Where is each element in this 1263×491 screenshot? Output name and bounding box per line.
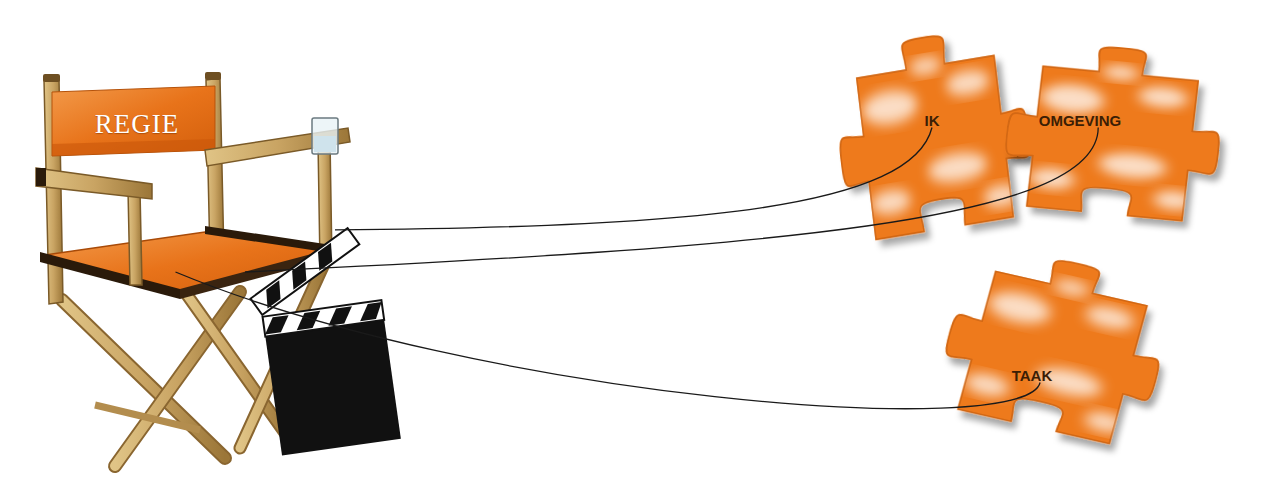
clapper-stripe: [358, 302, 384, 321]
piece-cloud: [1137, 85, 1189, 110]
water-level: [314, 136, 336, 152]
post-cap: [43, 74, 60, 82]
connector-line: [176, 272, 1041, 409]
piece-cloud: [985, 287, 1054, 329]
piece-edge: [998, 38, 1230, 225]
clapper-stripe: [295, 311, 323, 330]
piece-cloud: [1039, 82, 1105, 116]
piece-clouds: [930, 239, 1182, 450]
piece-edge: [930, 239, 1182, 450]
puzzle-piece: [940, 255, 1165, 460]
piece-cloud: [1028, 166, 1075, 190]
piece-cloud: [1082, 409, 1126, 436]
piece-cloud: [926, 149, 989, 187]
backrest-canvas: [52, 86, 215, 156]
clapper-stripe: [310, 243, 340, 271]
piece-group: [930, 239, 1182, 450]
puzzle-piece-node: IK: [835, 30, 1035, 265]
seat-rail: [40, 252, 180, 299]
piece-label: TAAK: [1012, 367, 1053, 384]
clapper-arm-bar: [251, 228, 360, 315]
seat-rail: [205, 226, 325, 252]
armrest-end: [36, 168, 46, 186]
piece-cloud: [982, 182, 1020, 209]
piece-outline: [930, 239, 1182, 450]
piece-clouds: [998, 38, 1230, 225]
piece-outline: [998, 38, 1230, 225]
puzzle-piece: [1000, 42, 1225, 245]
post-cap: [205, 72, 221, 80]
connector-line: [335, 128, 932, 230]
piece-cloud: [1098, 151, 1168, 182]
piece-cloud: [1102, 64, 1139, 82]
clapper-stripe: [258, 280, 288, 308]
piece-cloud: [1083, 302, 1136, 333]
chair-leg: [115, 292, 240, 466]
clapper-stripe: [326, 306, 354, 325]
puzzle-piece: [835, 30, 1035, 265]
chair-post: [128, 190, 142, 285]
piece-label: OMGEVING: [1039, 112, 1122, 129]
piece-cloud: [870, 187, 912, 217]
puzzle-piece-node: TAAK: [940, 255, 1165, 460]
piece-cloud: [962, 370, 1011, 400]
clapper-board: [265, 320, 401, 456]
director-chair: REGIE: [45, 80, 335, 272]
chair-title: REGIE: [95, 109, 179, 140]
piece-label: IK: [925, 112, 940, 129]
piece-cloud: [944, 68, 990, 98]
piece-cloud: [1153, 189, 1195, 211]
piece-cloud: [1052, 277, 1091, 299]
connector-line: [245, 128, 1098, 273]
chair-rail: [95, 405, 200, 430]
clapper-stripe: [263, 315, 291, 334]
clapperboard: [243, 225, 401, 457]
piece-group: [998, 38, 1230, 225]
backrest-shade: [52, 139, 215, 156]
clapper-bar: [263, 300, 385, 337]
clapper-arm: [251, 228, 360, 315]
piece-cloud: [908, 55, 942, 77]
armrest: [36, 168, 152, 199]
puzzle-piece-node: OMGEVING: [1000, 42, 1225, 245]
clapper-stripe: [284, 261, 314, 289]
piece-cloud: [860, 87, 919, 129]
water-glass: [312, 118, 338, 154]
chair-leg: [115, 292, 240, 466]
